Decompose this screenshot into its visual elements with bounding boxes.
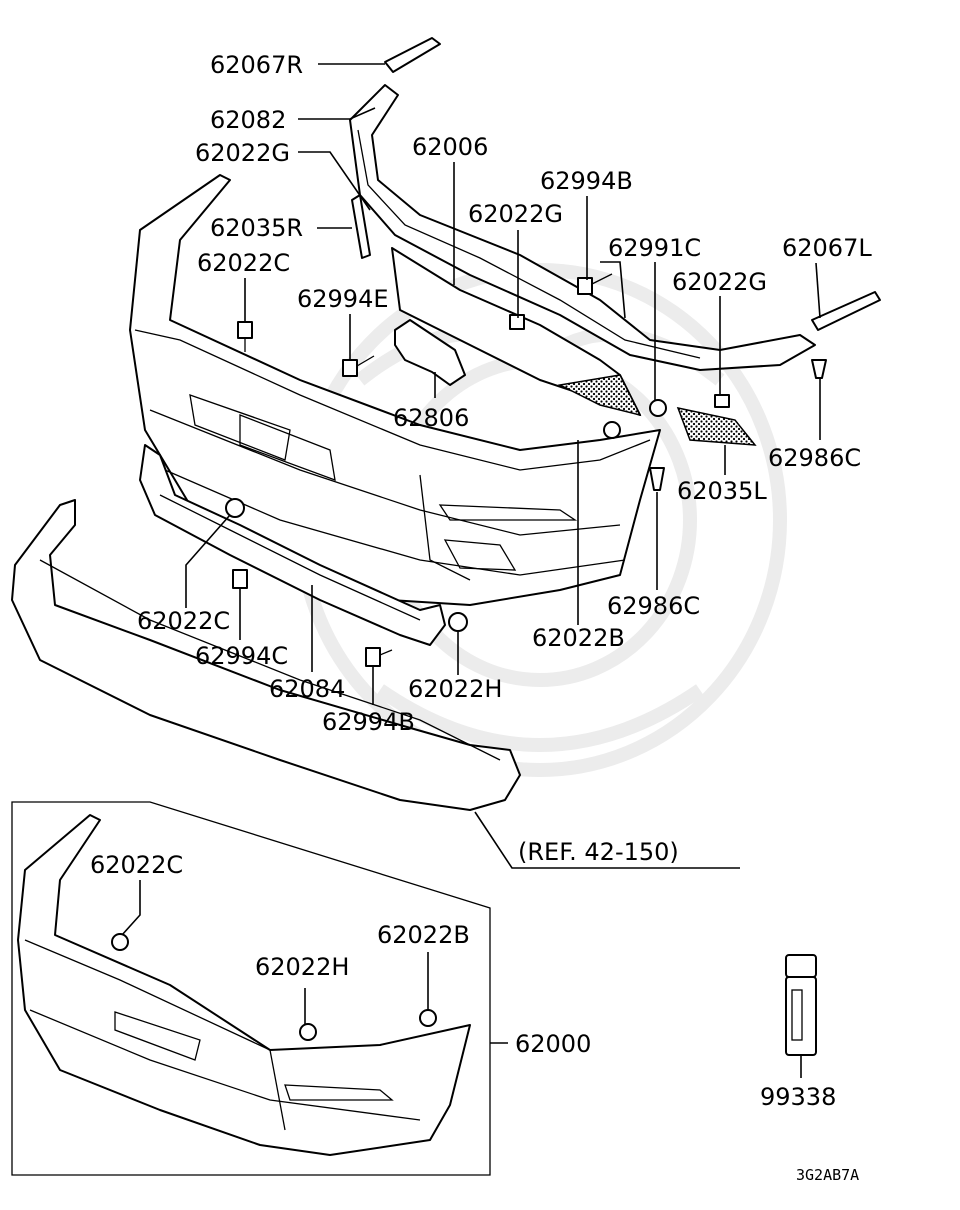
- fastener-62022C-a: [237, 321, 253, 352]
- fastener-62022H-a: [448, 612, 468, 632]
- label-62084: 62084: [269, 675, 345, 703]
- fastener-62994B-a: [577, 273, 613, 295]
- label-62994C: 62994C: [195, 642, 288, 670]
- label-62067L: 62067L: [782, 234, 872, 262]
- strip-62035R: [351, 194, 371, 259]
- label-62022G-a: 62022G: [195, 139, 290, 167]
- label-99338: 99338: [760, 1083, 836, 1111]
- upper-reinforcement-62082: [349, 84, 881, 371]
- label-62994B-a: 62994B: [540, 167, 633, 195]
- lower-lip-ref: [11, 499, 521, 811]
- fastener-62991C: [649, 399, 667, 417]
- label-62994E: 62994E: [297, 285, 389, 313]
- fastener-62994C: [232, 569, 248, 589]
- diagram-code: 3G2AB7A: [796, 1166, 859, 1184]
- plate-62035L: [676, 406, 757, 446]
- label-62806: 62806: [393, 404, 469, 432]
- leader-lines: [121, 63, 821, 1078]
- label-62022B-b: 62022B: [377, 921, 470, 949]
- label-62022G-b: 62022G: [468, 200, 563, 228]
- label-62022H-a: 62022H: [408, 675, 502, 703]
- fastener-62986C-a: [811, 359, 827, 379]
- label-62000: 62000: [515, 1030, 591, 1058]
- fastener-62994B-b: [365, 647, 393, 667]
- label-ref-42-150: (REF. 42-150): [518, 838, 679, 866]
- label-62035L: 62035L: [677, 477, 767, 505]
- fastener-62022C-b: [225, 498, 245, 518]
- bottle-99338: [785, 954, 817, 1056]
- label-62022C-b: 62022C: [137, 607, 230, 635]
- label-62022B-a: 62022B: [532, 624, 625, 652]
- label-62006: 62006: [412, 133, 488, 161]
- label-62991C: 62991C: [608, 234, 701, 262]
- label-62994B-b: 62994B: [322, 708, 415, 736]
- assembly-inset: [11, 801, 491, 1176]
- label-62022H-b: 62022H: [255, 953, 349, 981]
- grille-panel-62006: [391, 247, 642, 417]
- label-62067R: 62067R: [210, 51, 303, 79]
- bracket-62067R: [384, 37, 441, 73]
- fastener-62986C-b: [649, 467, 665, 491]
- fastener-62022G-b: [509, 314, 525, 330]
- label-62035R: 62035R: [210, 214, 303, 242]
- part-labels: 62067R 62082 62022G 62006 62994B 62035R …: [90, 51, 872, 1184]
- fastener-62022B-a: [603, 421, 621, 439]
- fastener-62022G-c: [714, 394, 730, 408]
- label-62022C-c: 62022C: [90, 851, 183, 879]
- label-62986C-a: 62986C: [768, 444, 861, 472]
- label-62082: 62082: [210, 106, 286, 134]
- label-62986C-b: 62986C: [607, 592, 700, 620]
- reinforcement-62084: [139, 444, 446, 646]
- fasteners: [225, 273, 827, 667]
- bracket-62806: [394, 319, 466, 386]
- label-62022G-c: 62022G: [672, 268, 767, 296]
- label-62022C-a: 62022C: [197, 249, 290, 277]
